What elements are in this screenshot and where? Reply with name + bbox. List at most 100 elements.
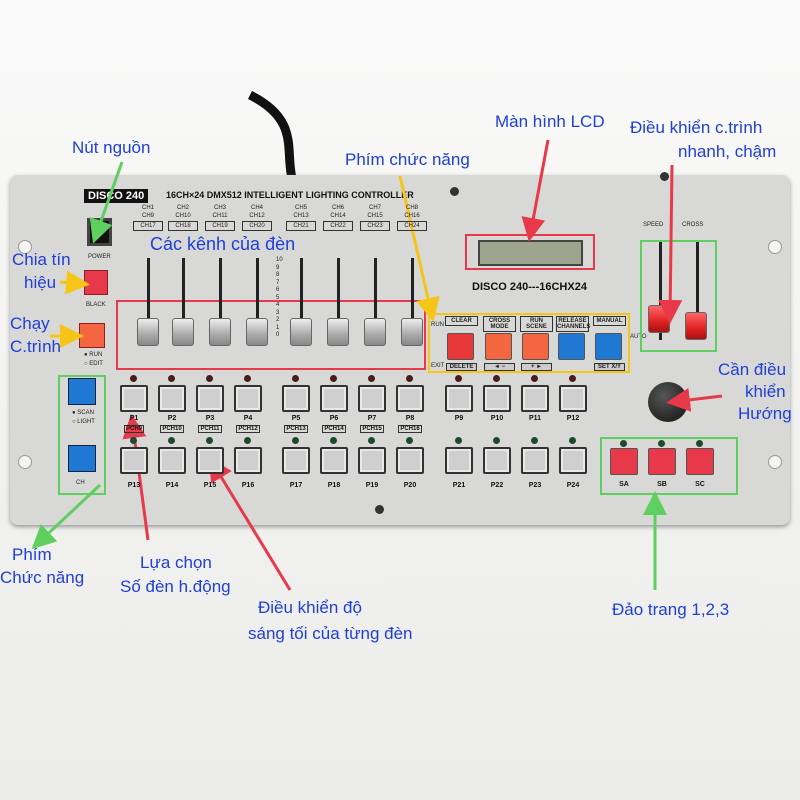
channel-name: CH14	[330, 213, 346, 219]
scan-light-button[interactable]	[68, 378, 96, 405]
preset-button-P19[interactable]	[358, 447, 386, 474]
preset-button-P5[interactable]	[282, 385, 310, 412]
indicator-led	[244, 375, 251, 382]
label-joystick-2: khiển	[745, 382, 786, 401]
preset-button-P22[interactable]	[483, 447, 511, 474]
function-label: CROSS MODE	[483, 316, 516, 332]
channel-fader-knob[interactable]	[401, 318, 423, 346]
preset-button-P11[interactable]	[521, 385, 549, 412]
channel-name: CH12	[249, 213, 265, 219]
preset-button-P14[interactable]	[158, 447, 186, 474]
rack-hole	[18, 455, 32, 469]
model-label: DISCO 240---16CHX24	[472, 281, 587, 293]
auto-label: AUTO	[630, 334, 647, 340]
channel-name: CH16	[404, 213, 420, 219]
channels-highlight	[116, 300, 426, 370]
preset-button-P21[interactable]	[445, 447, 473, 474]
pch-tag: PCH16	[398, 425, 422, 433]
preset-button-P24[interactable]	[559, 447, 587, 474]
function-button-1[interactable]	[447, 333, 474, 360]
preset-button-P12[interactable]	[559, 385, 587, 412]
preset-label: P7	[367, 415, 377, 422]
preset-button-P13[interactable]	[120, 447, 148, 474]
channel-fader-knob[interactable]	[209, 318, 231, 346]
scan-label: ● SCAN	[72, 410, 94, 416]
preset-label: P21	[452, 482, 466, 489]
preset-button-P16[interactable]	[234, 447, 262, 474]
page-button-SA[interactable]	[610, 448, 638, 475]
preset-label: P15	[203, 482, 217, 489]
edit-label: ○ EDIT	[84, 361, 103, 367]
speed-label: SPEED	[643, 222, 664, 228]
preset-button-P18[interactable]	[320, 447, 348, 474]
preset-button-P7[interactable]	[358, 385, 386, 412]
preset-button-P23[interactable]	[521, 447, 549, 474]
rack-hole	[18, 240, 32, 254]
scale-tick: 4	[276, 302, 280, 308]
pch-tag: PCH10	[160, 425, 184, 433]
preset-button-P10[interactable]	[483, 385, 511, 412]
preset-button-P17[interactable]	[282, 447, 310, 474]
preset-label: P19	[365, 482, 379, 489]
function-button-5[interactable]	[595, 333, 622, 360]
preset-button-P8[interactable]	[396, 385, 424, 412]
arrow-power	[89, 161, 124, 244]
preset-label: P17	[289, 482, 303, 489]
preset-label: P10	[490, 415, 504, 422]
preset-label: P3	[205, 415, 215, 422]
fader-track	[374, 258, 377, 345]
preset-button-P1[interactable]	[120, 385, 148, 412]
channel-name: CH8	[405, 205, 418, 211]
label-dimmer-2: sáng tối của từng đèn	[248, 624, 413, 643]
channel-name: CH21	[286, 221, 316, 231]
arrow-func-left	[31, 483, 102, 550]
function-button-4[interactable]	[558, 333, 585, 360]
scale-tick: 3	[276, 309, 280, 316]
run-label: ● RUN	[84, 352, 103, 358]
scale-tick: 10	[276, 257, 283, 263]
indicator-led	[569, 437, 576, 444]
preset-label: P13	[127, 482, 141, 489]
arrow-lcd	[521, 139, 550, 242]
preset-button-P9[interactable]	[445, 385, 473, 412]
indicator-led	[330, 375, 337, 382]
cross-fader-knob[interactable]	[685, 312, 707, 340]
channel-fader-knob[interactable]	[364, 318, 386, 346]
pch-tag: PCH12	[236, 425, 260, 433]
arrow-joystick	[666, 387, 723, 412]
indicator-led	[493, 375, 500, 382]
preset-button-P2[interactable]	[158, 385, 186, 412]
arrow-speed	[658, 164, 683, 324]
preset-button-P15[interactable]	[196, 447, 224, 474]
indicator-led	[455, 437, 462, 444]
run-side-label: RUN	[431, 322, 444, 328]
page-button-SC[interactable]	[686, 448, 714, 475]
scale-tick: 1	[276, 324, 280, 331]
channel-fader-knob[interactable]	[327, 318, 349, 346]
label-channels: Các kênh của đèn	[150, 234, 296, 254]
screw	[660, 172, 669, 181]
channel-fader-knob[interactable]	[137, 318, 159, 346]
function-button-2[interactable]	[485, 333, 512, 360]
pch-tag: PCH15	[360, 425, 384, 433]
indicator-led	[244, 437, 251, 444]
page-button-SB[interactable]	[648, 448, 676, 475]
channel-fader-knob[interactable]	[246, 318, 268, 346]
channel-fader-knob[interactable]	[172, 318, 194, 346]
preset-button-P20[interactable]	[396, 447, 424, 474]
function-keys-highlight	[428, 313, 630, 373]
scale-tick: 9	[276, 264, 280, 271]
preset-label: P22	[490, 482, 504, 489]
ch-page-button[interactable]	[68, 445, 96, 472]
pch-label: PCH13	[279, 425, 313, 433]
light-label: ○ LIGHT	[72, 419, 95, 425]
preset-button-P4[interactable]	[234, 385, 262, 412]
label-func-left-2: Chức năng	[0, 568, 85, 587]
indicator-led	[292, 437, 299, 444]
preset-button-P6[interactable]	[320, 385, 348, 412]
function-button-3[interactable]	[522, 333, 549, 360]
preset-button-P3[interactable]	[196, 385, 224, 412]
channel-fader-knob[interactable]	[290, 318, 312, 346]
